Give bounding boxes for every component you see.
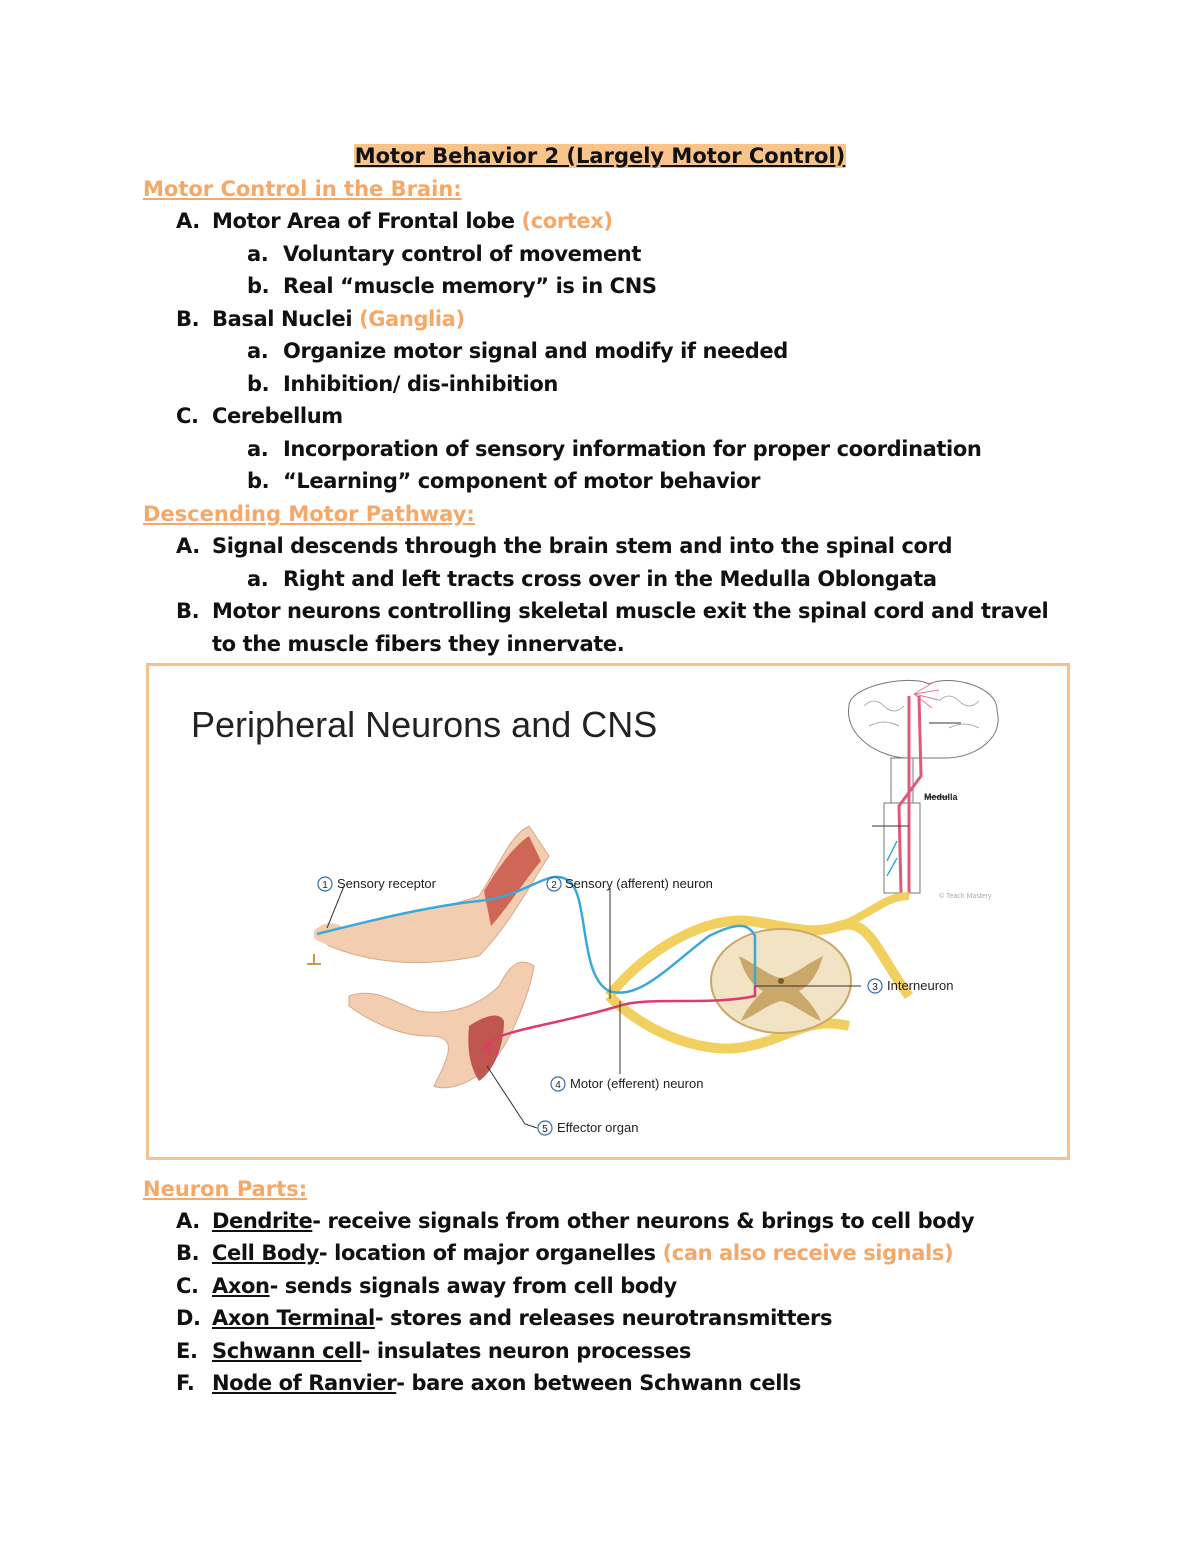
svg-text:Sensory (afferent) neuron: Sensory (afferent) neuron xyxy=(565,876,713,891)
svg-text:Effector organ: Effector organ xyxy=(557,1120,638,1135)
list-item: A.Dendrite- receive signals from other n… xyxy=(176,1209,975,1233)
brain-icon: Medulla © Teach Mastery xyxy=(848,679,999,900)
list-item: b.Inhibition/ dis-inhibition xyxy=(247,372,558,396)
label-effector-organ: 5 Effector organ xyxy=(537,1120,638,1136)
list-item: B.Basal Nuclei (Ganglia) xyxy=(176,307,465,331)
motor-neuron-path xyxy=(485,986,757,1052)
svg-text:Interneuron: Interneuron xyxy=(887,978,954,993)
svg-text:1: 1 xyxy=(322,880,328,891)
sensory-neuron-path xyxy=(316,875,757,994)
svg-text:© Teach Mastery: © Teach Mastery xyxy=(939,892,992,900)
list-item: B.Cell Body- location of major organelle… xyxy=(176,1241,954,1265)
svg-text:Motor (efferent) neuron: Motor (efferent) neuron xyxy=(570,1076,703,1091)
list-item: b.Real “muscle memory” is in CNS xyxy=(247,274,657,298)
svg-text:2: 2 xyxy=(551,880,557,891)
reflex-arc-diagram: Medulla © Teach Mastery xyxy=(307,679,999,1136)
list-item: b.“Learning” component of motor behavior xyxy=(247,469,761,493)
section-heading-neuron-parts: Neuron Parts: xyxy=(143,1177,308,1201)
label-sensory-receptor: 1 Sensory receptor xyxy=(317,876,437,892)
medulla-label: Medulla xyxy=(924,792,958,802)
figure-title: Peripheral Neurons and CNS xyxy=(191,704,658,745)
list-item: B.Motor neurons controlling skeletal mus… xyxy=(176,599,1049,656)
list-item: A.Motor Area of Frontal lobe (cortex) xyxy=(176,209,613,233)
list-item: F.Node of Ranvier- bare axon between Sch… xyxy=(176,1371,801,1395)
arm-illustration xyxy=(307,825,550,1089)
list-item: C.Axon- sends signals away from cell bod… xyxy=(176,1274,677,1298)
spinal-cord-icon xyxy=(710,928,852,1034)
svg-text:3: 3 xyxy=(872,982,878,993)
list-item: D.Axon Terminal- stores and releases neu… xyxy=(176,1306,833,1330)
list-item: a.Right and left tracts cross over in th… xyxy=(247,567,937,591)
section-heading-motor-control: Motor Control in the Brain: xyxy=(143,177,462,201)
list-item: a.Voluntary control of movement xyxy=(247,242,641,266)
list-item: a.Organize motor signal and modify if ne… xyxy=(247,339,788,363)
list-item: C.Cerebellum xyxy=(176,404,343,428)
svg-text:Sensory receptor: Sensory receptor xyxy=(337,876,437,891)
label-interneuron: 3 Interneuron xyxy=(867,978,954,994)
svg-text:4: 4 xyxy=(555,1080,561,1091)
figure-peripheral-neurons: Peripheral Neurons and CNS Medulla © Tea… xyxy=(146,663,1070,1160)
title-text: Motor Behavior 2 (Largely Motor Control) xyxy=(353,144,847,168)
svg-text:5: 5 xyxy=(542,1124,548,1135)
list-item: A.Signal descends through the brain stem… xyxy=(176,534,953,558)
page-title: Motor Behavior 2 (Largely Motor Control) xyxy=(0,140,1200,172)
section-heading-descending-pathway: Descending Motor Pathway: xyxy=(143,502,475,526)
label-sensory-neuron: 2 Sensory (afferent) neuron xyxy=(546,876,713,892)
list-item: E.Schwann cell- insulates neuron process… xyxy=(176,1339,691,1363)
label-motor-neuron: 4 Motor (efferent) neuron xyxy=(550,1076,703,1092)
list-item: a.Incorporation of sensory information f… xyxy=(247,437,982,461)
